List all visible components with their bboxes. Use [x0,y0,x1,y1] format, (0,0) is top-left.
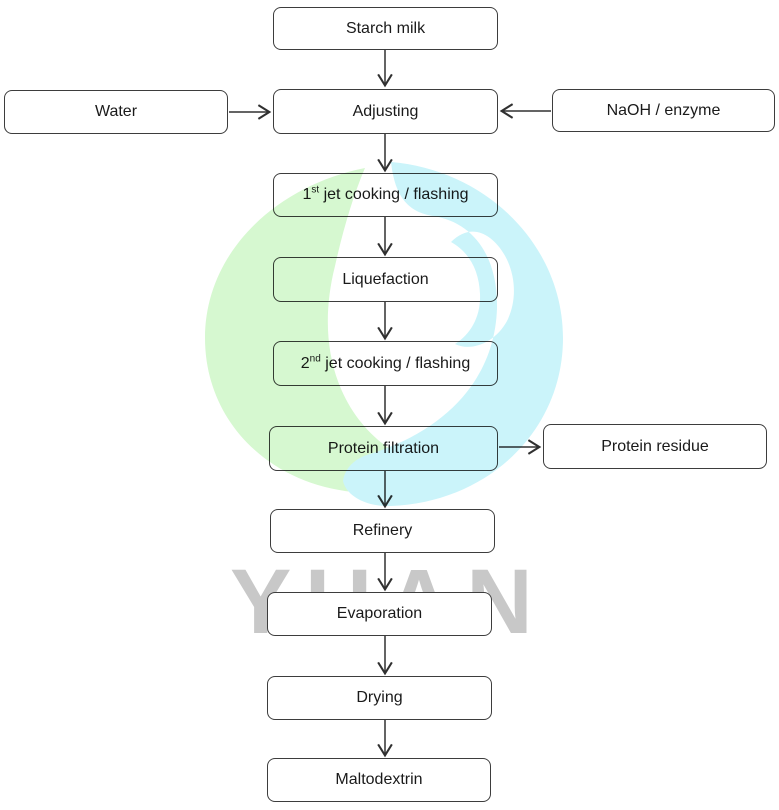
node-jet2-label: 2nd jet cooking / flashing [300,353,471,373]
node-evaporation-label: Evaporation [336,605,423,622]
node-adjusting-label: Adjusting [352,102,419,120]
node-refinery: Refinery [270,509,495,553]
node-protein-filtration-label: Protein filtration [327,439,440,457]
node-water: Water [4,90,228,134]
jet2-text: jet cooking / flashing [320,354,471,372]
node-naoh-enzyme-label: NaOH / enzyme [606,101,721,119]
jet2-number: 2 [300,354,310,372]
node-starch-milk-label: Starch milk [345,19,426,37]
node-protein-filtration: Protein filtration [269,426,498,471]
node-refinery-label: Refinery [352,522,413,539]
node-maltodextrin-label: Maltodextrin [335,771,423,788]
node-water-label: Water [94,103,138,120]
node-evaporation: Evaporation [267,592,492,636]
node-jet1: 1st jet cooking / flashing [273,173,498,217]
node-naoh-enzyme: NaOH / enzyme [552,89,775,132]
node-liquefaction: Liquefaction [273,257,498,302]
node-jet1-label: 1st jet cooking / flashing [302,184,469,204]
node-drying-label: Drying [356,689,403,706]
jet1-ordinal-suffix: st [311,184,320,196]
node-drying: Drying [267,676,492,720]
jet2-ordinal-suffix: nd [309,353,321,365]
node-jet2: 2nd jet cooking / flashing [273,341,498,386]
node-protein-residue: Protein residue [543,424,767,469]
node-adjusting: Adjusting [273,89,498,134]
node-protein-residue-label: Protein residue [601,437,709,455]
jet1-text: jet cooking / flashing [319,186,469,203]
node-liquefaction-label: Liquefaction [342,270,429,288]
jet1-number: 1 [302,186,312,203]
node-maltodextrin: Maltodextrin [267,758,491,802]
node-starch-milk: Starch milk [273,7,498,50]
